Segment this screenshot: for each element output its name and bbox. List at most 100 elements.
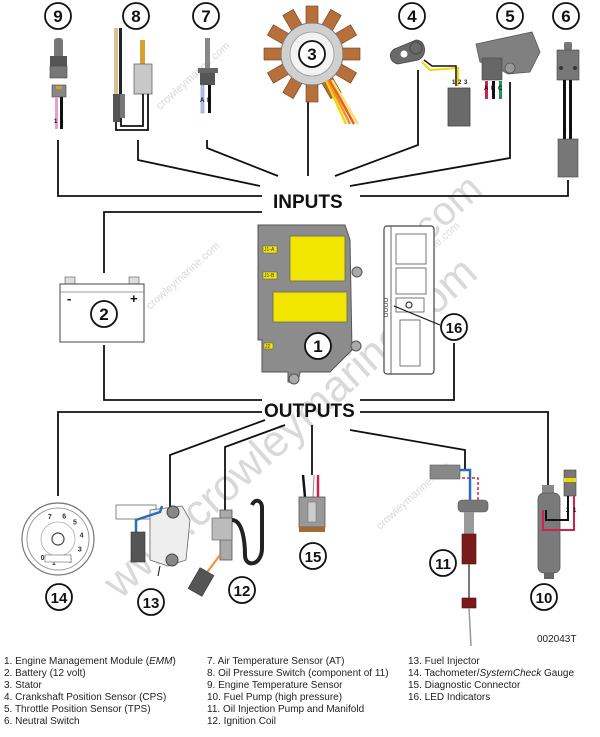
legend-item-text: 15. Diagnostic Connector	[408, 680, 521, 691]
callout-6: 6	[552, 2, 580, 30]
gauge-number: 5	[73, 520, 77, 527]
connector-tag-j2: J2	[265, 344, 271, 350]
stator-coil	[263, 47, 283, 61]
callout-13: 13	[137, 588, 165, 616]
pin-label: A	[484, 86, 489, 92]
callout-number: 1	[313, 337, 322, 356]
legend-item-text: 2. Battery (12 volt)	[4, 668, 86, 679]
legend-item-italic: EMM	[149, 656, 173, 667]
legend-item: 3. Stator	[4, 680, 176, 692]
legend-item-text: 8. Oil Pressure Switch (component of 11)	[207, 668, 389, 679]
legend-item-text: 13. Fuel Injector	[408, 656, 480, 667]
legend-item-text: 7. Air Temperature Sensor (AT)	[207, 656, 345, 667]
callout-10: 10	[530, 583, 558, 611]
pin-label: 1	[54, 119, 58, 125]
callout-circle	[299, 542, 327, 570]
callout-1: 1	[304, 332, 332, 360]
watermark-small: crowleymarine.com	[144, 240, 222, 312]
callout-number: 4	[407, 7, 417, 26]
callout-number: 16	[446, 320, 463, 337]
fuel-pump: 2 1	[537, 469, 577, 579]
led-indicators	[383, 297, 389, 318]
legend-item-suffix: Gauge	[541, 668, 575, 679]
callout-12: 12	[228, 576, 256, 604]
input-wires	[57, 70, 569, 485]
callout-circle	[228, 576, 256, 604]
stator-coil	[341, 47, 361, 61]
inputs-heading: INPUTS	[273, 192, 343, 213]
stator-lead-wire	[324, 79, 348, 125]
watermark-small: crowleymarine.com	[154, 40, 232, 112]
callout-number: 3	[307, 45, 316, 64]
callout-circle	[137, 588, 165, 616]
gauge-number: 1	[52, 560, 56, 567]
stator-lead-wire	[326, 79, 352, 125]
stator-coil	[305, 83, 319, 103]
legend-item-suffix: )	[172, 656, 176, 667]
engine-temperature-sensor: 1 2	[49, 38, 68, 129]
callout-number: 8	[131, 7, 140, 26]
outputs-heading: OUTPUTS	[264, 401, 355, 422]
drawing-code: 002043T	[537, 634, 576, 645]
callout-15: 15	[299, 542, 327, 570]
emm-side-view	[383, 225, 441, 375]
battery-positive-terminal: +	[130, 291, 138, 306]
callout-2: 2	[90, 300, 118, 328]
legend-item: 15. Diagnostic Connector	[408, 680, 574, 692]
callout-4: 4	[398, 2, 426, 30]
legend-item: 14. Tachometer/SystemCheck Gauge	[408, 668, 574, 680]
diagnostic-connector	[298, 474, 326, 532]
component-legend: 1. Engine Management Module (EMM)2. Batt…	[0, 652, 600, 737]
callout-circle	[90, 300, 118, 328]
callout-number: 14	[51, 590, 68, 607]
pin-label: 3	[464, 80, 468, 86]
callout-9: 9	[44, 2, 72, 30]
callout-number: 13	[143, 595, 160, 612]
callout-number: 2	[99, 305, 108, 324]
legend-item-text: 12. Ignition Coil	[207, 716, 276, 727]
pin-label: 1	[452, 80, 456, 86]
output-wires	[57, 411, 466, 510]
legend-item: 9. Engine Temperature Sensor	[207, 680, 389, 692]
callout-circle	[530, 583, 558, 611]
battery-negative-terminal: -	[67, 291, 71, 306]
legend-item-text: 11. Oil Injection Pump and Manifold	[207, 704, 365, 715]
air-temperature-sensor: A B	[198, 38, 218, 114]
callout-circle	[496, 2, 524, 30]
legend-item: 4. Crankshaft Position Sensor (CPS)	[4, 692, 176, 704]
fuel-injector	[115, 504, 191, 577]
callout-3: 3	[298, 40, 326, 68]
oil-pressure-switch	[113, 28, 153, 131]
gauge-number: 6	[62, 513, 66, 520]
callout-circle	[398, 2, 426, 30]
pin-label: 2	[60, 119, 64, 125]
legend-item-text: 10. Fuel Pump (high pressure)	[207, 692, 343, 703]
callout-circle	[440, 313, 468, 341]
legend-item: 2. Battery (12 volt)	[4, 668, 176, 680]
legend-column-1: 1. Engine Management Module (EMM)2. Batt…	[4, 656, 176, 728]
pin-label: 2	[458, 80, 462, 86]
legend-item: 1. Engine Management Module (EMM)	[4, 656, 176, 668]
connector-tag-j1b: J1-B	[264, 273, 275, 279]
legend-item: 12. Ignition Coil	[207, 716, 389, 728]
callout-circle	[304, 332, 332, 360]
legend-item-text: 14. Tachometer/	[408, 668, 480, 679]
connector-tag-j1a: J1-A	[264, 247, 275, 253]
legend-column-2: 7. Air Temperature Sensor (AT)8. Oil Pre…	[207, 656, 389, 728]
callout-circle	[122, 2, 150, 30]
callout-number: 9	[53, 7, 62, 26]
callout-circle	[192, 2, 220, 30]
gauge-number: 0	[41, 555, 45, 562]
stator-lead-wire	[330, 79, 360, 125]
tachometer-gauge: 01234567	[21, 502, 95, 576]
pin-label: C	[498, 86, 503, 92]
crankshaft-position-sensor: 1 2 3	[389, 39, 471, 127]
stator-coil	[305, 5, 319, 25]
legend-item-text: 6. Neutral Switch	[4, 716, 80, 727]
pin-label: 1	[563, 126, 567, 132]
legend-item: 13. Fuel Injector	[408, 656, 574, 668]
gauge-number: 4	[80, 532, 84, 539]
legend-item: 5. Throttle Position Sensor (TPS)	[4, 704, 176, 716]
